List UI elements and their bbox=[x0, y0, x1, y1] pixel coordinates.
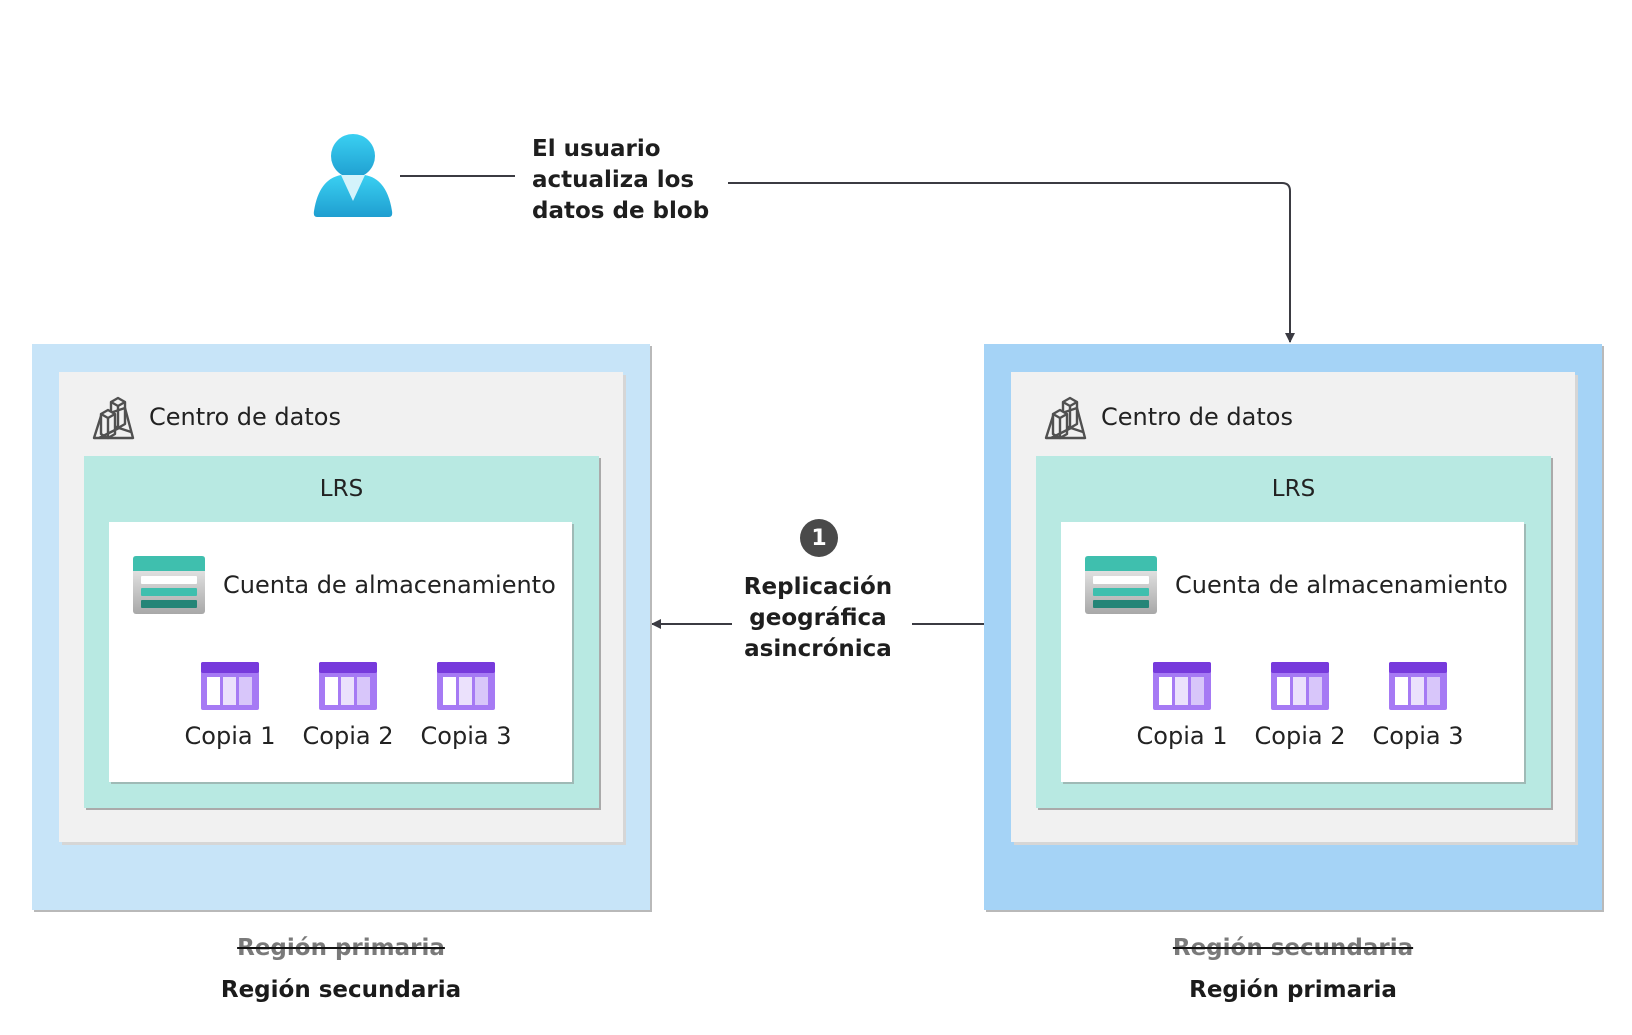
storage-account-box: Cuenta de almacenamiento Copia 1 bbox=[109, 522, 572, 782]
replication-line: Replicación bbox=[743, 574, 893, 600]
datacenter-icon bbox=[1044, 396, 1087, 440]
datacenter-box: Centro de datos LRS bbox=[59, 372, 623, 842]
user-action-line: El usuario bbox=[532, 136, 661, 162]
replication-line: geográfica bbox=[749, 605, 887, 631]
region-left: Centro de datos LRS bbox=[32, 344, 650, 910]
copy-label: Copia 2 bbox=[1254, 722, 1346, 750]
copy-label: Copia 3 bbox=[420, 722, 512, 750]
user-action-text: El usuario actualiza los datos de blob bbox=[532, 134, 752, 227]
datacenter-label: Centro de datos bbox=[149, 403, 341, 431]
copies-list: Copia 1 Copia 2 bbox=[1123, 662, 1477, 750]
user-icon bbox=[313, 134, 393, 217]
table-copy-icon bbox=[437, 662, 495, 710]
lrs-label: LRS bbox=[319, 476, 364, 502]
copies-list: Copia 1 Copia 2 bbox=[171, 662, 525, 750]
copy-item: Copia 1 bbox=[171, 662, 289, 750]
table-copy-icon bbox=[1153, 662, 1211, 710]
region-right: Centro de datos LRS bbox=[984, 344, 1602, 910]
table-copy-icon bbox=[319, 662, 377, 710]
lrs-box: LRS Cuenta de bbox=[1036, 456, 1551, 808]
lrs-box: LRS Cuenta de bbox=[84, 456, 599, 808]
table-copy-icon bbox=[1389, 662, 1447, 710]
copy-label: Copia 2 bbox=[302, 722, 394, 750]
table-copy-icon bbox=[201, 662, 259, 710]
copy-label: Copia 1 bbox=[1136, 722, 1228, 750]
copy-item: Copia 3 bbox=[407, 662, 525, 750]
copy-label: Copia 1 bbox=[184, 722, 276, 750]
datacenter-icon bbox=[92, 396, 135, 440]
storage-account-label: Cuenta de almacenamiento bbox=[1175, 571, 1508, 599]
copy-label: Copia 3 bbox=[1372, 722, 1464, 750]
right-region-new-role: Región primaria bbox=[1189, 977, 1397, 1003]
update-arrow bbox=[728, 182, 1295, 343]
replication-label: Replicación geográfica asincrónica bbox=[728, 572, 908, 665]
copy-item: Copia 1 bbox=[1123, 662, 1241, 750]
left-region-new-role: Región secundaria bbox=[220, 977, 462, 1003]
datacenter-label: Centro de datos bbox=[1101, 403, 1293, 431]
user-action-line: datos de blob bbox=[532, 198, 710, 224]
storage-account-icon bbox=[1085, 556, 1157, 614]
replication-line: asincrónica bbox=[744, 636, 892, 662]
lrs-label: LRS bbox=[1271, 476, 1316, 502]
left-region-old-role: Región primaria bbox=[237, 935, 445, 961]
storage-account-box: Cuenta de almacenamiento Copia 1 bbox=[1061, 522, 1524, 782]
right-region-old-role: Región secundaria bbox=[1172, 935, 1414, 961]
datacenter-box: Centro de datos LRS bbox=[1011, 372, 1575, 842]
step-number-badge: 1 bbox=[800, 519, 838, 557]
copy-item: Copia 3 bbox=[1359, 662, 1477, 750]
storage-account-icon bbox=[133, 556, 205, 614]
user-action-line: actualiza los bbox=[532, 167, 695, 193]
storage-account-label: Cuenta de almacenamiento bbox=[223, 571, 556, 599]
copy-item: Copia 2 bbox=[289, 662, 407, 750]
copy-item: Copia 2 bbox=[1241, 662, 1359, 750]
table-copy-icon bbox=[1271, 662, 1329, 710]
